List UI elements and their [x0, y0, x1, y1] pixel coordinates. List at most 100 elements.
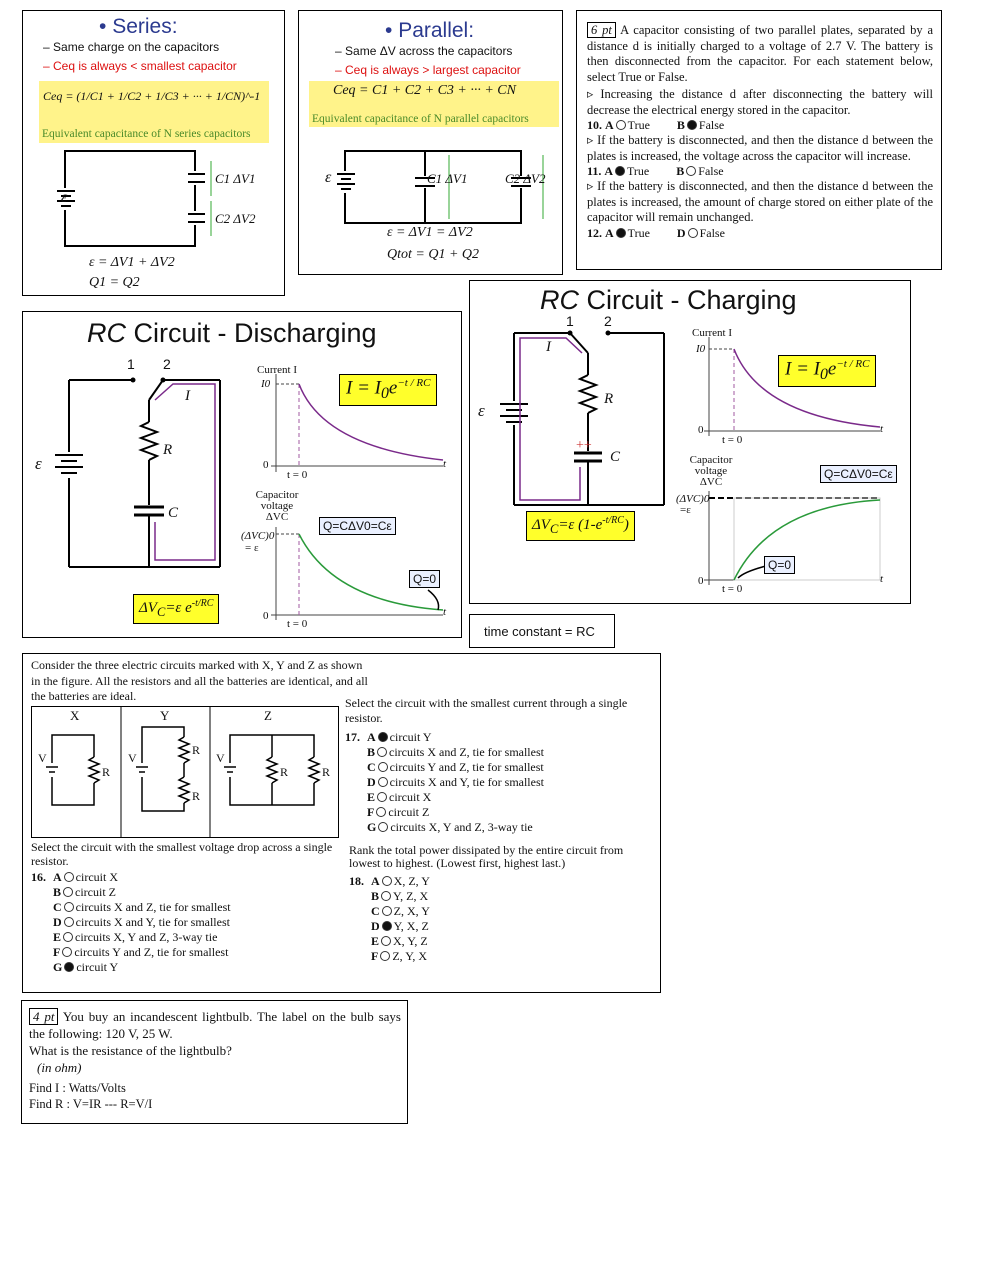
- charging-emf-label: ε: [478, 401, 485, 420]
- charging-eq-emf: =ε: [680, 504, 691, 516]
- parallel-formula-block: Ceq = C1 + C2 + C3 + ··· + CN Equivalent…: [309, 81, 559, 127]
- discharging-node-2: 2: [163, 356, 171, 372]
- q18-radio-c[interactable]: [381, 906, 392, 916]
- q18-option-text: X, Y, Z: [393, 934, 428, 948]
- parallel-emf-label: ε: [325, 169, 332, 186]
- q18-radio-d[interactable]: [381, 921, 392, 931]
- series-formula-block: Ceq = (1/C1 + 1/C2 + 1/C3 + ··· + 1/CN)^…: [39, 81, 269, 143]
- charging-zero-1: 0: [698, 424, 704, 436]
- series-c1-label: C1 ΔV1: [215, 171, 256, 186]
- q11-false-radio[interactable]: [686, 166, 697, 176]
- circuit-z-v: V: [216, 751, 225, 765]
- q16-radio-b[interactable]: [63, 887, 74, 897]
- q16-radio-f[interactable]: [62, 947, 73, 957]
- charging-cap-voltage-label: Capacitor voltage ΔVC: [689, 454, 733, 488]
- q18-option-key: A: [371, 874, 380, 888]
- circuits-intro: Consider the three electric circuits mar…: [31, 658, 368, 703]
- series-caption: Equivalent capacitance of N series capac…: [42, 128, 251, 140]
- q12-false-radio[interactable]: [687, 227, 698, 238]
- q18-option-key: B: [371, 889, 380, 903]
- circuit-y-label: Y: [160, 708, 170, 723]
- q17-radio-d[interactable]: [377, 777, 388, 787]
- q17-radio-g[interactable]: [378, 822, 389, 832]
- q16-prompt: Select the circuit with the smallest vol…: [31, 840, 333, 868]
- q17-radio-c[interactable]: [377, 762, 388, 772]
- time-constant-box: time constant = RC: [469, 614, 615, 648]
- lightbulb-question-panel: 4 pt You buy an incandescent lightbulb. …: [21, 1000, 408, 1124]
- q18-option-key: E: [371, 934, 380, 948]
- q18-radio-f[interactable]: [380, 951, 391, 961]
- q16-radio-d[interactable]: [63, 917, 74, 927]
- circuit-x-v: V: [38, 751, 47, 765]
- discharging-zero-1: 0: [263, 459, 269, 471]
- discharging-eq-emf: = ε: [245, 542, 259, 554]
- q16-option-text: circuit Z: [75, 885, 116, 899]
- charging-capacitor-label: C: [610, 449, 621, 465]
- circuit-z-r1: R: [280, 765, 289, 779]
- q11-true-radio[interactable]: [615, 166, 626, 176]
- q16-radio-e[interactable]: [63, 932, 74, 942]
- q18-prompt: Rank the total power dissipated by the e…: [349, 843, 624, 870]
- charging-i0-label: I0: [696, 343, 706, 355]
- q12-true-radio[interactable]: [615, 227, 626, 238]
- series-title: • Series:: [99, 15, 178, 38]
- lightbulb-text: 4 pt You buy an incandescent lightbulb. …: [29, 1008, 401, 1042]
- lightbulb-unit: (in ohm): [37, 1060, 82, 1075]
- q18-radio-a[interactable]: [381, 876, 392, 886]
- q17-radio-a[interactable]: [377, 732, 388, 742]
- q17-option-key: A: [367, 730, 376, 744]
- discharging-node-1: 1: [127, 356, 135, 372]
- q17-radio-b[interactable]: [377, 747, 388, 757]
- q17-option-text: circuit X: [389, 790, 432, 804]
- q16-radio-g[interactable]: [64, 962, 75, 972]
- q17-radio-e[interactable]: [377, 792, 388, 802]
- discharging-resistor-label: R: [163, 442, 173, 458]
- q17-option-key: E: [367, 790, 376, 804]
- q17-option-text: circuit Y: [389, 730, 432, 744]
- charging-current-axis-label: Current I: [692, 327, 733, 339]
- q17-option-text: circuit Z: [388, 805, 430, 819]
- q18-option-e[interactable]: E X, Y, Z: [349, 934, 430, 949]
- q16-option-text: circuits Y and Z, tie for smallest: [74, 945, 229, 959]
- q10-true-radio[interactable]: [615, 120, 626, 130]
- q17-radio-f[interactable]: [376, 807, 387, 817]
- q17-option-text: circuits Y and Z, tie for smallest: [389, 760, 544, 774]
- q17-option-text: circuits X, Y and Z, 3-way tie: [390, 820, 533, 834]
- series-bullet-2: – Ceq is always < smallest capacitor: [43, 59, 237, 73]
- discharging-emf-label: ε: [35, 454, 42, 473]
- lightbulb-hint-2: Find R : V=IR --- R=V/I: [29, 1097, 153, 1111]
- q16-radio-a[interactable]: [63, 872, 74, 882]
- q10-false-radio[interactable]: [686, 120, 697, 130]
- charging-title: RC Circuit - Charging: [540, 285, 797, 315]
- lightbulb-hint-1: Find I : Watts/Volts: [29, 1081, 126, 1095]
- discharging-q0-label: Q=0: [409, 570, 441, 588]
- q16-option-text: circuits X and Y, tie for smallest: [75, 915, 230, 929]
- q16-option-key: G: [53, 960, 63, 974]
- q18-radio-b[interactable]: [381, 891, 392, 901]
- discharging-i0-label: I0: [261, 378, 271, 390]
- q16-radio-c[interactable]: [63, 902, 74, 912]
- q18-radio-e[interactable]: [381, 936, 392, 946]
- lightbulb-description: You buy an incandescent lightbulb. The l…: [29, 1009, 401, 1041]
- q16-option-text: circuits X and Z, tie for smallest: [75, 900, 231, 914]
